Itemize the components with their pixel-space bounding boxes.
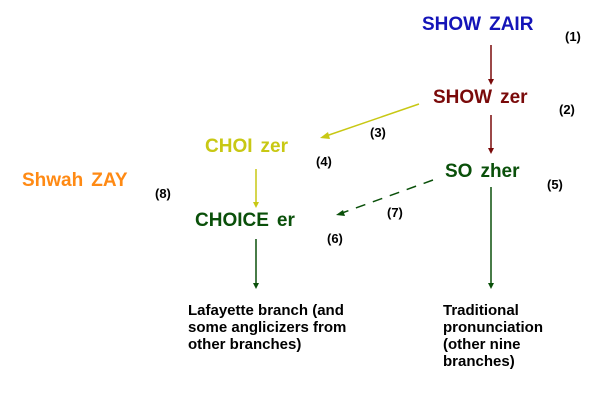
node-2-text-a: SHOW: [433, 87, 493, 108]
node-1-text-b: ZAIR: [489, 14, 534, 35]
node-4-text-a: CHOI: [205, 136, 253, 157]
node-6: CHOICE er: [195, 211, 295, 230]
node-5-text-b: zher: [480, 161, 520, 182]
node-5-text-a: SO: [445, 161, 473, 182]
node-4: CHOI zer: [205, 137, 288, 156]
node-6-text-a: CHOICE: [195, 210, 269, 231]
note-lafayette: Lafayette branch (and some anglicizers f…: [188, 302, 347, 353]
node-1-index: (1): [565, 29, 581, 44]
node-2: SHOW zer: [433, 88, 528, 107]
edge-5-to-6: [341, 179, 434, 214]
node-8-text-b: ZAY: [91, 170, 128, 191]
node-8-text-a: Shwah: [22, 170, 84, 191]
edge-label-3: (3): [370, 125, 386, 140]
note-traditional: Traditional pronunciation (other nine br…: [443, 302, 543, 370]
node-8-index: (8): [155, 186, 171, 201]
arrowhead-5-to-traditional: [488, 283, 494, 289]
arrowhead-5-to-6: [336, 210, 345, 216]
arrowhead-6-to-lafayette: [253, 283, 259, 289]
node-5: SO zher: [445, 162, 520, 181]
node-4-text-b: zer: [260, 136, 288, 157]
arrowhead-2-to-4: [320, 132, 330, 139]
edge-label-7: (7): [387, 205, 403, 220]
node-4-index: (4): [316, 154, 332, 169]
arrowhead-4-to-6: [253, 202, 259, 208]
node-6-text-b: er: [276, 210, 295, 231]
node-8: Shwah ZAY: [22, 171, 128, 190]
node-6-index: (6): [327, 231, 343, 246]
node-5-index: (5): [547, 177, 563, 192]
node-2-index: (2): [559, 102, 575, 117]
node-1: SHOW ZAIR: [422, 15, 533, 34]
node-2-text-b: zer: [500, 87, 528, 108]
arrowhead-1-to-2: [488, 79, 494, 85]
edge-2-to-4: [325, 103, 420, 137]
arrowhead-2-to-5: [488, 148, 494, 154]
node-1-text-a: SHOW: [422, 14, 482, 35]
